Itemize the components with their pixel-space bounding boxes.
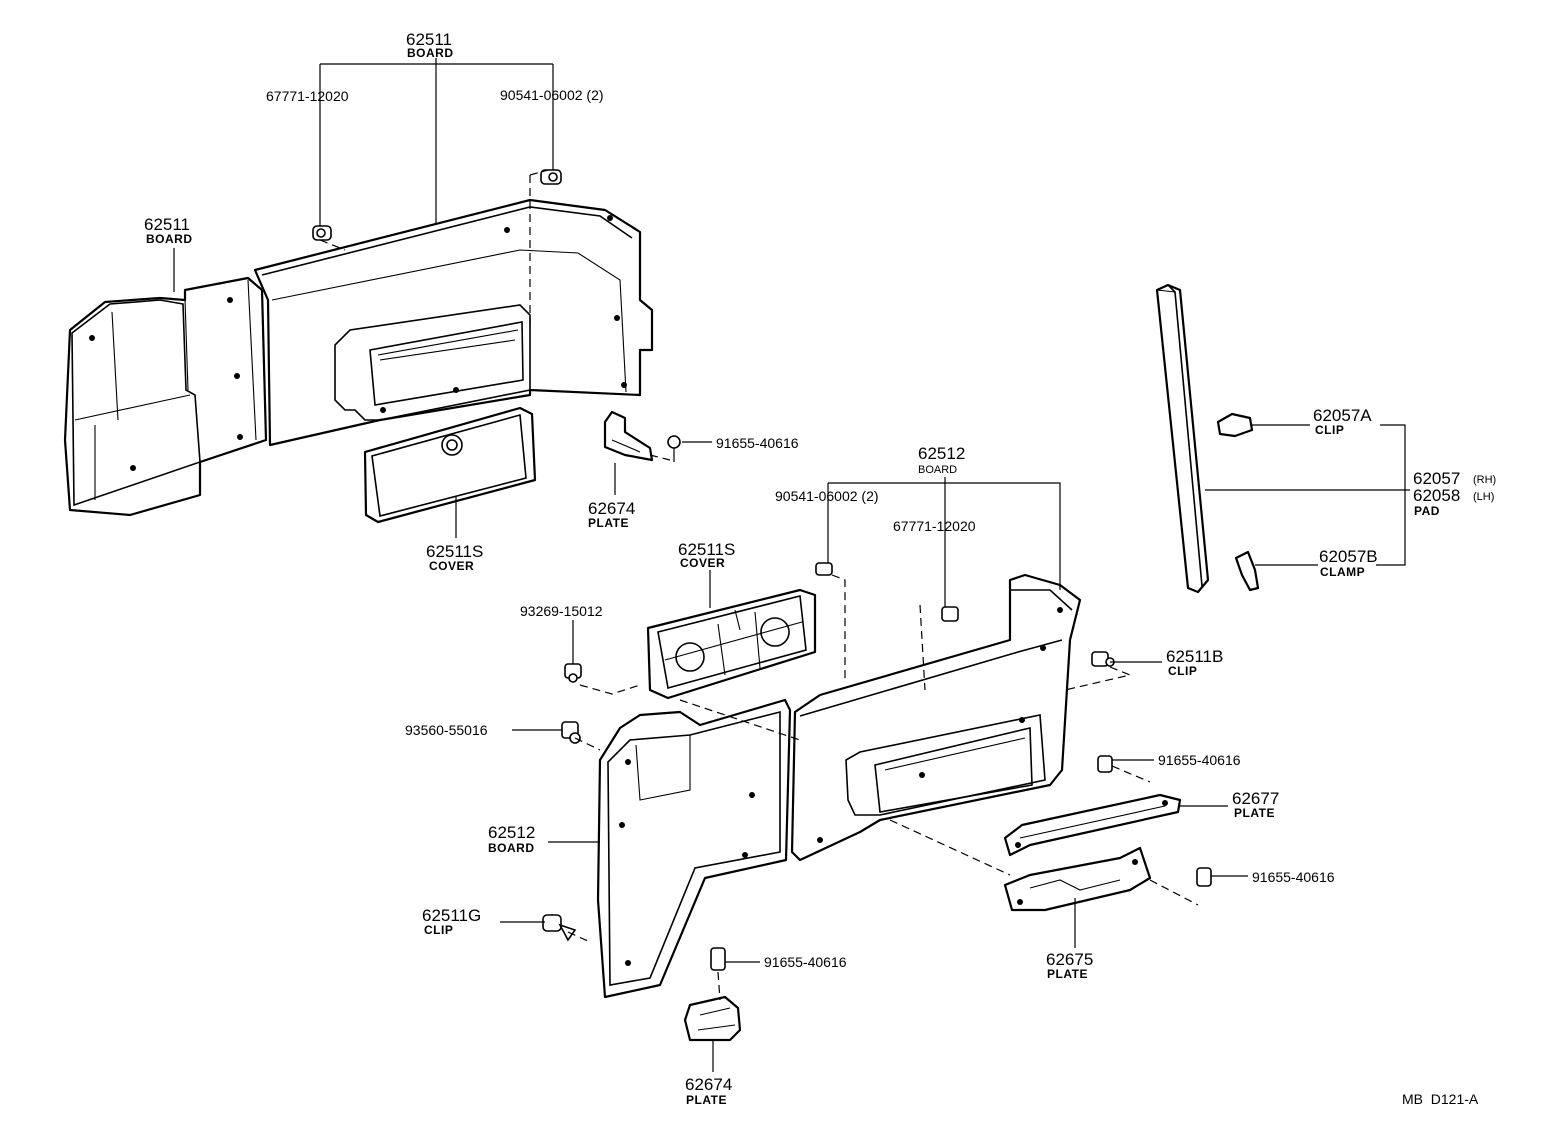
label-pad-62057-62058: 62057 (RH) 62058 (LH) PAD (1413, 469, 1496, 518)
label-plate-62674-lower-sub: PLATE (686, 1093, 727, 1107)
label-board-62512-lower-num: 62512 (488, 823, 535, 842)
label-93269: 93269-15012 (520, 603, 603, 619)
plate-62674-lower-part (683, 995, 742, 1042)
label-plate-62677-num: 62677 (1232, 789, 1279, 808)
label-cover-62511s-lower-sub: COVER (680, 556, 725, 570)
label-plate-62675: 62675 PLATE (1046, 950, 1093, 981)
clamp-62057b-part (1234, 550, 1260, 592)
label-clip-62511g-num: 62511G (422, 906, 481, 925)
label-pad-62058-side: (LH) (1473, 491, 1494, 503)
pad-62057-part (1155, 283, 1210, 594)
label-91655-a: 91655-40616 (716, 435, 799, 451)
label-91655-c: 91655-40616 (1252, 869, 1335, 885)
label-plate-62675-sub: PLATE (1047, 967, 1088, 981)
clip-62057a-part (1216, 412, 1254, 438)
label-clamp-62057b: 62057B CLAMP (1319, 547, 1378, 579)
label-91655-b: 91655-40616 (1158, 752, 1241, 768)
diagram-reference: MB D121-A (1402, 1091, 1479, 1107)
board-62512-left-part (596, 698, 792, 999)
label-board-62511-left-sub: BOARD (146, 232, 193, 246)
label-plate-62674-lower: 62674 PLATE (685, 1075, 732, 1107)
label-clip-62511b: 62511B CLIP (1166, 647, 1223, 678)
plate-62677-part (1003, 793, 1182, 857)
fastener-62511g (542, 914, 577, 942)
label-clamp-62057b-sub: CLAMP (1320, 565, 1365, 579)
label-clip-62511b-num: 62511B (1166, 647, 1223, 666)
label-plate-62675-num: 62675 (1046, 950, 1093, 969)
label-clip-62511g-sub: CLIP (424, 923, 453, 937)
label-board-62511-left: 62511 BOARD (144, 215, 193, 246)
label-clamp-62057b-num: 62057B (1319, 547, 1378, 566)
cover-62511s-lower-part (646, 588, 817, 700)
leader-lines (173, 58, 1410, 1072)
label-pad-sub: PAD (1414, 504, 1440, 518)
plate-62674-upper-part (603, 410, 681, 462)
label-cover-62511s-upper: 62511S COVER (426, 542, 483, 573)
fastener-62511b (1091, 651, 1115, 667)
plate-62675-part (1003, 846, 1152, 912)
label-board-62512-upper-num: 62512 (918, 444, 965, 463)
label-board-62511-left-num: 62511 (144, 215, 190, 234)
fastener-93560 (561, 721, 581, 744)
label-board-62512-lower-sub: BOARD (488, 841, 535, 855)
label-cover-62511s-lower-num: 62511S (678, 540, 735, 559)
fastener-91655-c (1196, 867, 1212, 887)
board-62512-right-part (790, 573, 1082, 862)
label-plate-62677: 62677 PLATE (1232, 789, 1279, 820)
label-board-62512-upper-sub: BOARD (918, 464, 957, 476)
label-pad-62058-num: 62058 (1413, 486, 1460, 505)
label-clip-62057a-sub: CLIP (1315, 423, 1344, 437)
label-90541-mid: 90541-06002 (2) (775, 488, 879, 504)
label-plate-62674-upper-sub: PLATE (588, 516, 629, 530)
label-cover-62511s-upper-sub: COVER (429, 559, 474, 573)
fastener-90541-top (540, 169, 562, 185)
fastener-91655-b (1097, 755, 1113, 773)
label-clip-62057a-num: 62057A (1313, 406, 1372, 425)
fastener-67771-mid (941, 606, 959, 622)
label-clip-62511b-sub: CLIP (1168, 664, 1197, 678)
label-clip-62511g: 62511G CLIP (422, 906, 481, 937)
fastener-91655-d (710, 947, 726, 971)
fastener-90541-mid (815, 562, 833, 576)
label-cover-62511s-upper-num: 62511S (426, 542, 483, 561)
label-plate-62674-lower-num: 62674 (685, 1075, 732, 1094)
label-90541-top: 90541-06002 (2) (500, 87, 604, 103)
label-board-62512-upper: 62512 BOARD (918, 444, 965, 476)
label-plate-62674-upper: 62674 PLATE (588, 499, 635, 530)
label-pad-62057-num: 62057 (1413, 469, 1460, 488)
label-board-62512-lower: 62512 BOARD (488, 823, 535, 855)
fastener-93269 (564, 663, 582, 683)
assembly-dashed-lines (319, 169, 1199, 1001)
fastener-67771-top (312, 225, 332, 241)
cover-62511s-upper-part (363, 406, 537, 524)
label-67771-mid: 67771-12020 (893, 518, 976, 534)
label-board-62511-upper-sub: BOARD (407, 46, 454, 60)
label-91655-d: 91655-40616 (764, 954, 847, 970)
label-plate-62674-upper-num: 62674 (588, 499, 635, 518)
label-board-62511-upper: 62511 BOARD (406, 30, 454, 60)
label-plate-62677-sub: PLATE (1234, 806, 1275, 820)
label-clip-62057a: 62057A CLIP (1313, 406, 1372, 437)
label-board-62511-upper-num: 62511 (406, 30, 452, 49)
board-62511-upper-part (253, 198, 654, 447)
board-62511-left-part (63, 276, 268, 517)
label-pad-62057-side: (RH) (1473, 474, 1496, 486)
label-cover-62511s-lower: 62511S COVER (678, 540, 735, 570)
label-67771-top: 67771-12020 (266, 88, 349, 104)
label-93560: 93560-55016 (405, 722, 488, 738)
